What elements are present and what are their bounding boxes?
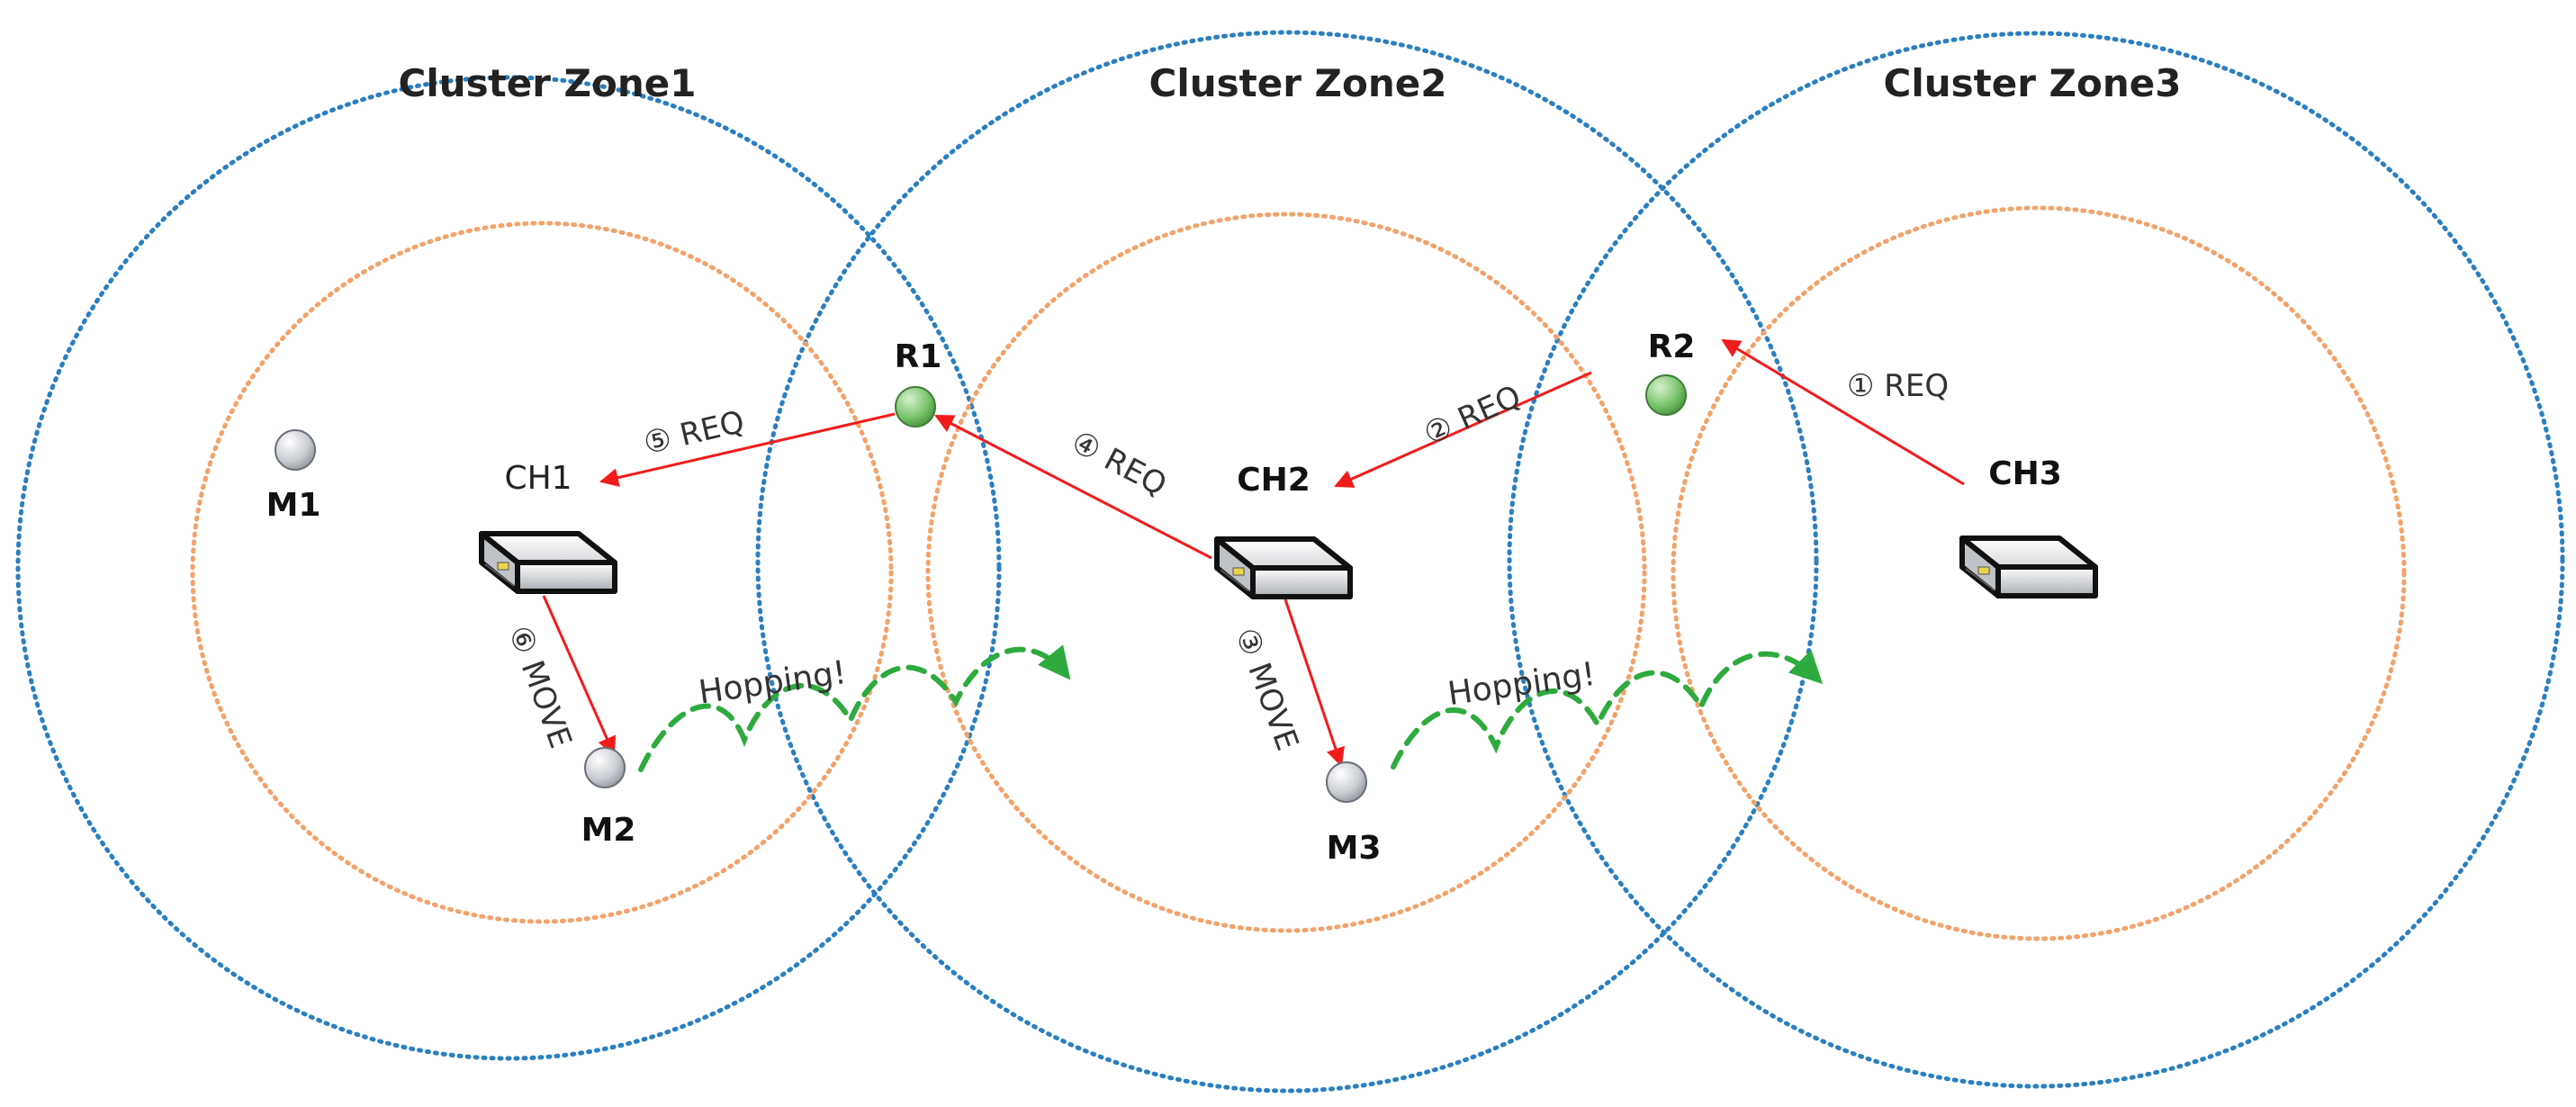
arrow-2-req	[1334, 371, 1592, 488]
router-icon	[1217, 539, 1350, 597]
member-node-icon	[1326, 761, 1367, 803]
router-icon	[1962, 538, 2095, 596]
zone3-title: Cluster Zone3	[1884, 61, 2182, 105]
zone2-inner-ring	[925, 212, 1647, 933]
member-node-icon	[275, 429, 316, 471]
node-label-ch2: CH2	[1237, 462, 1311, 499]
zone2-outer-ring	[755, 30, 1819, 1094]
arrow-6-move	[542, 595, 616, 756]
relay-node-icon	[1645, 374, 1687, 416]
msg-5-label: ⑤ REQ	[640, 404, 747, 462]
node-label-ch3: CH3	[1988, 455, 2062, 492]
arrow-1-req	[1721, 338, 1965, 486]
router-icon	[482, 534, 615, 591]
msg-1-label: ① REQ	[1847, 368, 1949, 404]
hopping-path-1	[638, 644, 1071, 772]
msg-6-label: ⑥ MOVE	[501, 621, 579, 753]
member-node-icon	[584, 747, 626, 788]
node-label-r1: R1	[895, 338, 942, 375]
node-label-m2: M2	[581, 812, 636, 849]
node-label-m3: M3	[1327, 830, 1382, 867]
zone1-outer-ring	[15, 75, 1002, 1061]
arrow-4-req	[934, 414, 1212, 560]
node-label-m1: M1	[266, 487, 321, 524]
hopping-label-1: Hopping!	[697, 654, 849, 712]
zone3-inner-ring	[1671, 205, 2407, 941]
zone-rings	[15, 30, 2565, 1094]
arrow-5-req	[599, 412, 896, 487]
zone2-title: Cluster Zone2	[1149, 61, 1447, 105]
msg-3-label: ③ MOVE	[1228, 623, 1305, 755]
zone1-inner-ring	[190, 220, 894, 924]
node-label-ch1: CH1	[504, 460, 572, 497]
hopping-path-2	[1391, 649, 1824, 770]
relay-node-icon	[895, 386, 936, 428]
zone3-outer-ring	[1507, 31, 2565, 1089]
msg-2-label: ② REQ	[1419, 378, 1527, 453]
node-label-r2: R2	[1648, 328, 1696, 365]
zone1-title: Cluster Zone1	[399, 61, 697, 105]
arrow-3-move	[1283, 598, 1345, 767]
inner-rings	[190, 205, 2407, 941]
